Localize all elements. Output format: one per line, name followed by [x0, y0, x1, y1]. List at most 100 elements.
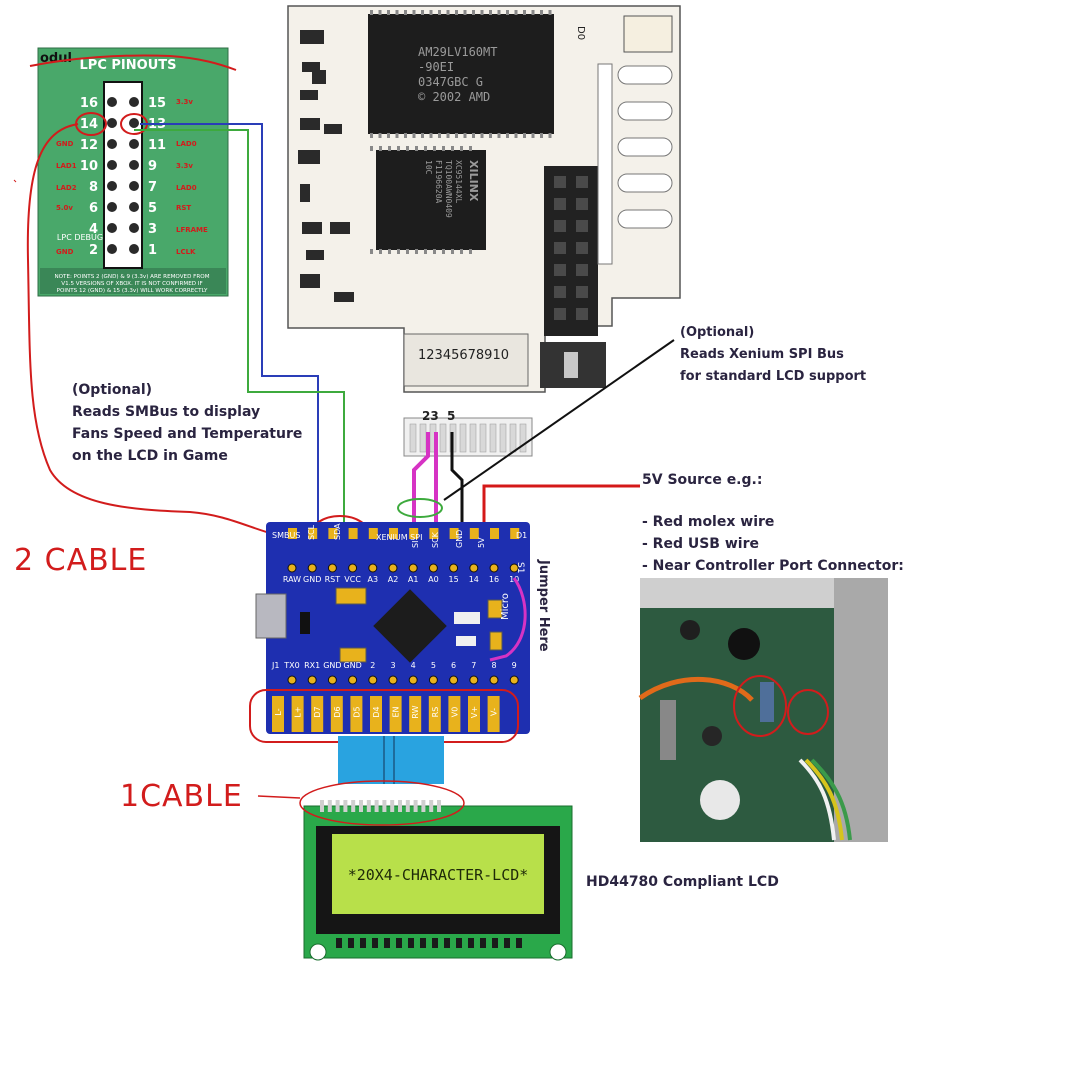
smd-component: [300, 118, 320, 130]
ard-top-pad: [449, 528, 459, 539]
board-slot: [617, 209, 673, 229]
lpc-hole: [107, 244, 117, 254]
lpc-right-number: 15: [148, 96, 166, 111]
ard-top-pad: [288, 528, 297, 539]
lpc-hole: [129, 139, 139, 149]
ard-top-label: SMBUS: [272, 531, 300, 540]
ard-row3-pad: [348, 675, 358, 685]
smd-component: [300, 30, 324, 44]
lpc-left-number: 8: [89, 180, 98, 195]
lpc-left-label: LAD1: [56, 162, 77, 170]
lpc-red-scribble: [29, 54, 237, 71]
lcd-caption: HD44780 Compliant LCD: [586, 874, 779, 890]
lpc-right-label: 3.3v: [176, 98, 193, 106]
flash-chip-text-1: AM29LV160MT: [418, 45, 497, 59]
lcd-pad-label: L-: [274, 708, 283, 715]
lcd-bottom-pin: [420, 938, 426, 948]
ard-top-pad: [368, 528, 378, 539]
xenium-top-connector: [623, 15, 673, 53]
wire-magenta-si: [412, 432, 430, 532]
ard-row2-label: RAW: [283, 575, 301, 584]
lpc-right-label: LFRAME: [176, 226, 208, 234]
cpld-text-4: 10C: [424, 160, 433, 175]
smd-component: [300, 274, 320, 288]
ard-row3-label: 5: [431, 661, 436, 670]
lcd-pin: [405, 800, 410, 812]
smd-component: [300, 90, 318, 100]
wire-green-sda: [134, 129, 345, 532]
ard-row2-pad: [327, 563, 337, 573]
smbus-note-line-1: (Optional): [72, 382, 152, 398]
smbus-note-line-4: on the LCD in Game: [72, 448, 228, 464]
smd-component: [302, 222, 322, 234]
cpld-brand: XILINX: [467, 160, 480, 202]
lpc-left-number: 16: [80, 96, 98, 111]
lcd-pin: [382, 800, 387, 812]
lcd-screen-text: *20X4-CHARACTER-LCD*: [348, 866, 529, 884]
ard-row3-pad: [509, 675, 519, 685]
lpc-left-number: 10: [80, 159, 98, 174]
wire-red-5v: [482, 484, 640, 532]
ard-top-pad: [429, 528, 439, 539]
lcd-pad: [409, 696, 422, 732]
lcd-pad-label: V-: [490, 708, 499, 716]
lcd-pin: [390, 800, 395, 812]
smd-component: [312, 70, 326, 84]
lcd-pin: [327, 800, 332, 812]
lpc-hole: [129, 97, 139, 107]
lcd-bottom-pin: [456, 938, 462, 948]
lcd-pad: [487, 696, 500, 732]
smd-component: [298, 150, 320, 164]
lpc-hole: [107, 202, 117, 212]
ard-row3-pad: [449, 675, 459, 685]
lcd-bottom-pin: [372, 938, 378, 948]
lcd-pin: [437, 800, 441, 812]
lcd-pad-label: RS: [431, 707, 440, 718]
smd-component: [306, 250, 324, 260]
lpc-note-line-1: NOTE: POINTS 2 (GND) & 9 (3.3v) ARE REMO…: [54, 274, 209, 280]
ard-top-label: D1: [516, 531, 527, 540]
ard-row2-label: GND: [303, 575, 321, 584]
header-hole: [554, 242, 566, 254]
ard-row2-label: RST: [325, 575, 341, 584]
flash-chip-text-3: 0347GBC G: [418, 75, 483, 89]
lpc-left-label: 5.0v: [56, 204, 73, 212]
spi-note: (Optional) Reads Xenium SPI Bus for stan…: [680, 325, 866, 384]
lcd-pad: [468, 696, 480, 732]
ard-row3-pad: [368, 675, 378, 685]
ard-top-pad: [510, 528, 520, 539]
xenium-pin-header: [544, 166, 598, 336]
header-hole: [576, 220, 588, 232]
lcd-pad: [428, 696, 441, 732]
lcd-pin: [359, 800, 363, 812]
lpc-left-label: LAD2: [56, 184, 77, 192]
ard-row2-label: A0: [428, 575, 439, 584]
power-note-line-1: 5V Source e.g.:: [642, 472, 762, 488]
lpc-hole: [129, 202, 139, 212]
lcd-pad-label: V0: [450, 707, 459, 718]
header-hole: [576, 198, 588, 210]
ard-row2-label: A2: [388, 575, 399, 584]
ard-row2-pad: [449, 563, 459, 573]
lpc-right-label: LAD0: [176, 184, 197, 192]
lcd-bottom-pin: [516, 938, 522, 948]
xenium-board-photo: AM29LV160MT -90EI 0347GBC G © 2002 AMD X…: [287, 5, 681, 393]
lpc-hole: [107, 223, 117, 233]
header-hole: [576, 308, 588, 320]
lpc-note-line-2: V1.5 VERSIONS OF XBOX. IT IS NOT CONFIRM…: [61, 281, 202, 287]
lcd-pin: [429, 800, 434, 812]
lcd-bottom-pin: [384, 938, 390, 948]
lcd-bottom-pin: [444, 938, 450, 948]
ribbon-cable: [338, 736, 444, 784]
lcd-screen: [332, 834, 544, 914]
lpc-right-label: LCLK: [176, 248, 196, 256]
ard-row2-pad: [408, 563, 418, 573]
lcd-pins-circle: [299, 780, 465, 826]
ard-row3-label: 2: [370, 661, 375, 670]
mcu-chip: [373, 589, 447, 663]
spi-note-line-2: Reads Xenium SPI Bus: [680, 347, 844, 362]
smd-component: [334, 292, 354, 302]
lcd-pad-label: L+: [294, 706, 303, 717]
